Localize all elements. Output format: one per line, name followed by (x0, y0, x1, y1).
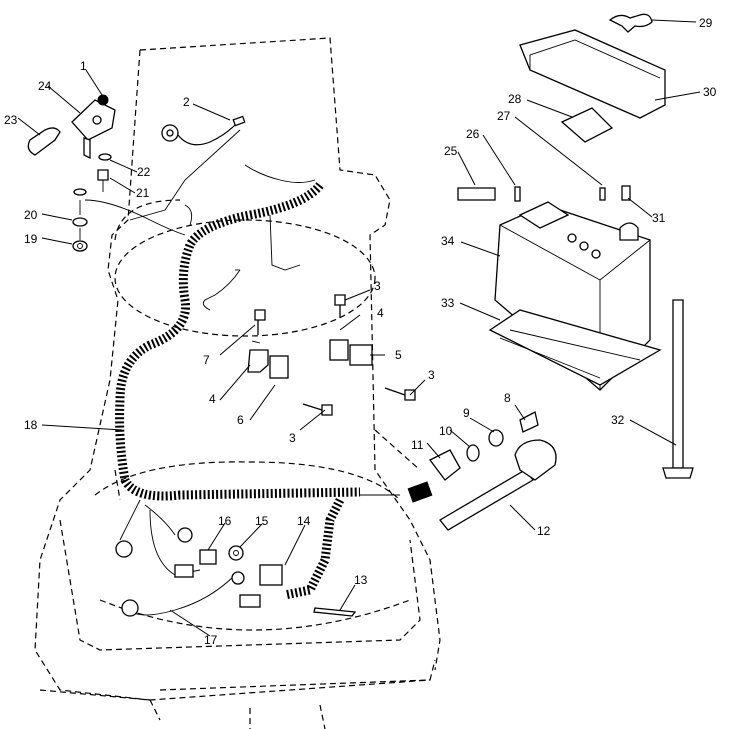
callout-21: 21 (136, 186, 150, 200)
callout-3: 3 (374, 279, 381, 293)
callout-29: 29 (699, 16, 713, 30)
nut-19 (72, 240, 88, 252)
callout-25: 25 (444, 144, 458, 158)
hold-down-bracket-30 (519, 29, 666, 119)
callout-12: 12 (537, 524, 551, 538)
bolt-25 (457, 187, 496, 201)
callout-17: 17 (204, 633, 218, 647)
callout-16: 16 (218, 514, 232, 528)
switches-and-brackets (247, 294, 416, 416)
callout-13: 13 (354, 573, 368, 587)
washer-26 (514, 186, 521, 202)
key-8 (519, 411, 539, 433)
wires (84, 129, 400, 616)
callout-22: 22 (137, 165, 151, 179)
callout-11: 11 (411, 438, 424, 452)
callout-10: 10 (439, 424, 453, 438)
tie-strap-13 (313, 607, 357, 617)
callout-6: 6 (237, 413, 244, 427)
callout-30: 30 (703, 85, 717, 99)
callout-4: 4 (377, 306, 384, 320)
callout-24: 24 (38, 79, 52, 93)
wing-nut-29 (608, 13, 653, 33)
boot-12 (439, 469, 534, 531)
coiled-wire-harness (115, 182, 361, 600)
callout-7: 7 (203, 353, 210, 367)
callout-19: 19 (24, 232, 38, 246)
nut-31 (621, 185, 631, 201)
terminal-16 (199, 549, 217, 565)
callout-8: 8 (504, 391, 511, 405)
switch-5 (349, 344, 373, 366)
bracket-4-right (329, 339, 349, 361)
rod-32 (672, 299, 684, 469)
callout-18: 18 (24, 418, 38, 432)
bolt-21 (97, 169, 109, 181)
callout-5: 5 (395, 348, 402, 362)
switch-14 (259, 564, 283, 586)
callout-2: 2 (183, 95, 190, 109)
callout-9: 9 (463, 406, 470, 420)
washer-27 (599, 187, 606, 201)
callout-14: 14 (297, 514, 311, 528)
callout-3: 3 (428, 368, 435, 382)
washer-22 (98, 153, 112, 161)
callout-27: 27 (497, 109, 511, 123)
callout-20: 20 (24, 208, 38, 222)
tractor-outline (34, 37, 441, 729)
callout-leaders (17, 19, 701, 637)
battery-assembly (457, 13, 694, 479)
callout-31: 31 (652, 211, 666, 225)
washer-15 (228, 545, 244, 561)
lower-parts (115, 527, 357, 617)
pad-28 (560, 107, 614, 143)
callout-4: 4 (209, 392, 216, 406)
nut-9 (488, 429, 504, 447)
callout-1: 1 (80, 59, 87, 73)
terminal-boot-23 (27, 127, 61, 156)
callout-labels: 1 2 3 3 3 4 4 5 6 7 8 9 10 11 12 13 14 1… (4, 16, 717, 647)
battery-tray-33 (488, 309, 662, 386)
connector-14b (239, 594, 261, 608)
callout-26: 26 (466, 127, 480, 141)
callout-32: 32 (611, 413, 625, 427)
callout-15: 15 (255, 514, 269, 528)
callout-33: 33 (441, 296, 455, 310)
callout-34: 34 (441, 234, 455, 248)
ground-cable (161, 115, 246, 146)
callout-28: 28 (508, 92, 522, 106)
ignition-assembly (407, 411, 557, 531)
washer-10 (466, 444, 480, 462)
callout-23: 23 (4, 113, 18, 127)
washer-20 (72, 217, 88, 227)
callout-3: 3 (289, 431, 296, 445)
bracket-4-left (247, 349, 269, 373)
switch-6 (269, 355, 289, 379)
solenoid-assembly (27, 94, 116, 252)
